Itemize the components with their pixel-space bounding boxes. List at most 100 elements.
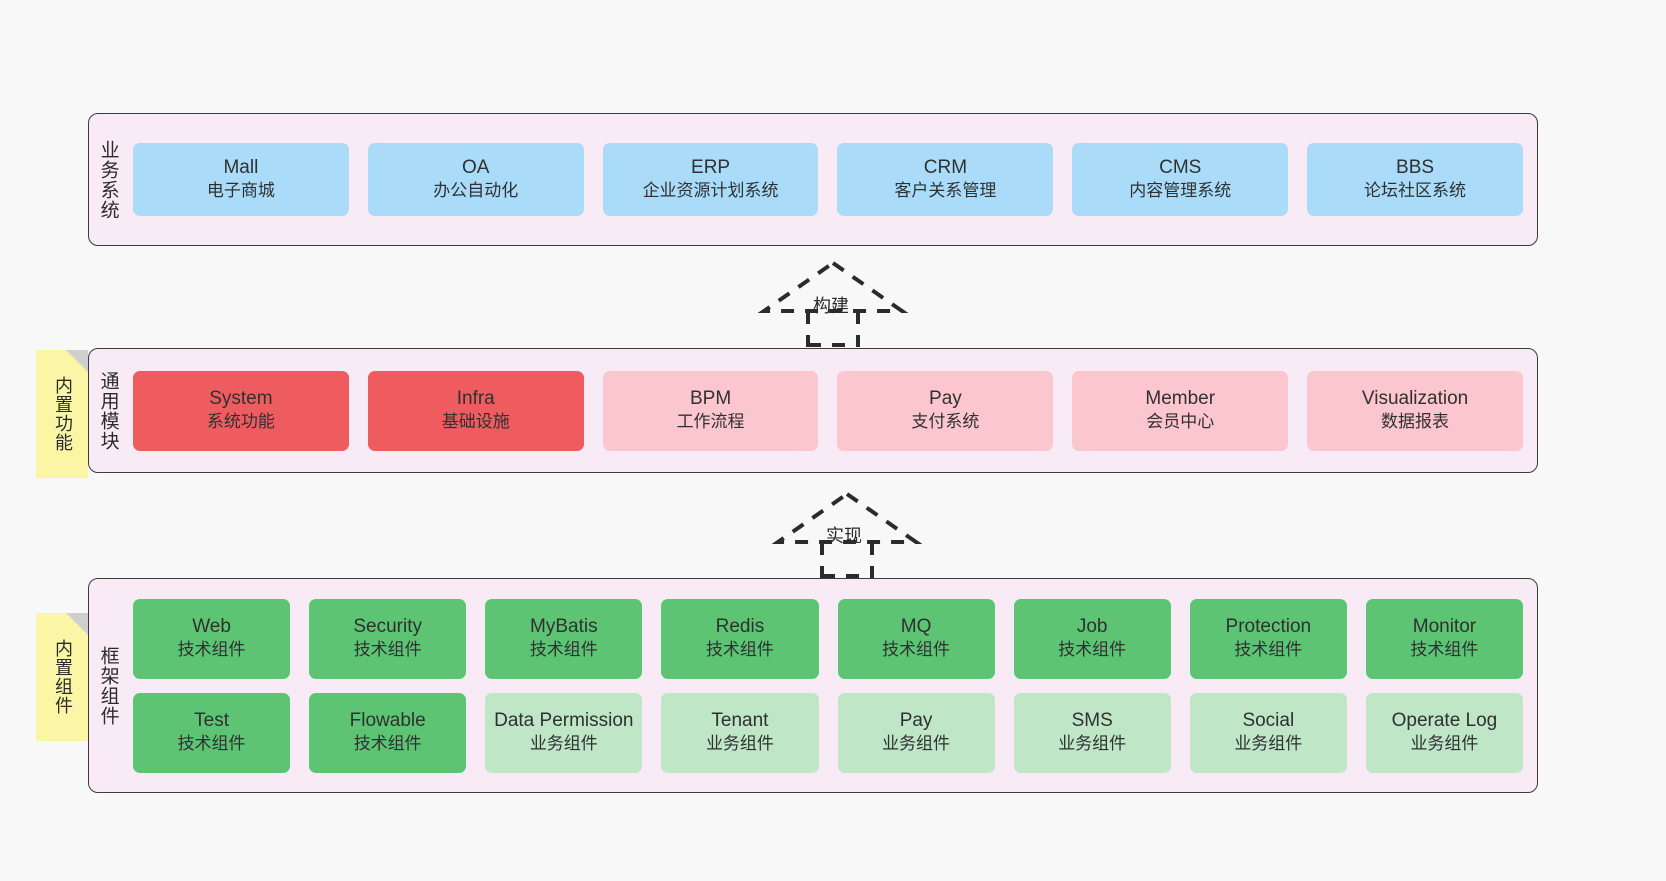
card-protection[interactable]: Protection 技术组件 xyxy=(1189,598,1347,679)
card-row: System 系统功能 Infra 基础设施 BPM 工作流程 Pay 支付系统… xyxy=(133,370,1523,451)
card-title: Operate Log xyxy=(1391,710,1498,732)
card-subtitle: 企业资源计划系统 xyxy=(642,180,779,201)
card-subtitle: 技术组件 xyxy=(177,639,246,660)
card-oa[interactable]: OA 办公自动化 xyxy=(367,143,584,216)
card-title: Web xyxy=(192,616,231,638)
card-social[interactable]: Social 业务组件 xyxy=(1189,692,1347,773)
card-erp[interactable]: ERP 企业资源计划系统 xyxy=(602,143,819,216)
card-mall[interactable]: Mall 电子商城 xyxy=(133,143,349,216)
layer-modules-label: 通用模块 xyxy=(97,370,120,451)
card-subtitle: 数据报表 xyxy=(1381,411,1450,432)
card-subtitle: 会员中心 xyxy=(1146,411,1215,432)
card-title: Protection xyxy=(1225,616,1312,638)
card-title: Test xyxy=(194,710,229,732)
card-member[interactable]: Member 会员中心 xyxy=(1072,370,1289,451)
layer-business-label: 业务系统 xyxy=(97,139,120,220)
card-subtitle: 电子商城 xyxy=(206,180,275,201)
card-subtitle: 技术组件 xyxy=(705,639,774,660)
card-subtitle: 客户关系管理 xyxy=(894,180,997,201)
card-subtitle: 技术组件 xyxy=(353,733,422,754)
card-title: SMS xyxy=(1071,710,1113,732)
connector-build-arrow xyxy=(757,257,909,347)
card-mybatis[interactable]: MyBatis 技术组件 xyxy=(485,598,643,679)
layer-modules-body: System 系统功能 Infra 基础设施 BPM 工作流程 Pay 支付系统… xyxy=(127,349,1537,472)
card-title: Visualization xyxy=(1361,388,1469,410)
card-title: CMS xyxy=(1159,157,1202,179)
card-subtitle: 支付系统 xyxy=(911,411,980,432)
card-visualization[interactable]: Visualization 数据报表 xyxy=(1307,370,1523,451)
card-subtitle: 业务组件 xyxy=(1058,733,1127,754)
card-title: OA xyxy=(462,157,490,179)
card-redis[interactable]: Redis 技术组件 xyxy=(661,598,819,679)
card-subtitle: 业务组件 xyxy=(1410,733,1479,754)
card-operate-log[interactable]: Operate Log 业务组件 xyxy=(1365,692,1523,773)
card-bbs[interactable]: BBS 论坛社区系统 xyxy=(1307,143,1523,216)
card-subtitle: 技术组件 xyxy=(177,733,246,754)
card-data-permission[interactable]: Data Permission 业务组件 xyxy=(485,692,643,773)
card-subtitle: 技术组件 xyxy=(1058,639,1127,660)
card-title: Monitor xyxy=(1412,616,1477,638)
card-subtitle: 技术组件 xyxy=(1234,639,1303,660)
card-monitor[interactable]: Monitor 技术组件 xyxy=(1365,598,1523,679)
card-row: Mall 电子商城 OA 办公自动化 ERP 企业资源计划系统 CRM 客户关系… xyxy=(133,143,1523,216)
card-title: Security xyxy=(353,616,422,638)
layer-business-body: Mall 电子商城 OA 办公自动化 ERP 企业资源计划系统 CRM 客户关系… xyxy=(127,114,1537,245)
card-title: Tenant xyxy=(711,710,769,732)
card-subtitle: 论坛社区系统 xyxy=(1364,180,1467,201)
card-subtitle: 技术组件 xyxy=(1410,639,1479,660)
card-infra[interactable]: Infra 基础设施 xyxy=(367,370,584,451)
card-subtitle: 业务组件 xyxy=(705,733,774,754)
layer-business-systems: 业务系统 Mall 电子商城 OA 办公自动化 ERP 企业资源计划系统 CRM… xyxy=(88,113,1538,246)
card-row: Test 技术组件 Flowable 技术组件 Data Permission … xyxy=(133,692,1523,773)
card-web[interactable]: Web 技术组件 xyxy=(133,598,291,679)
card-title: System xyxy=(209,388,273,410)
card-subtitle: 业务组件 xyxy=(529,733,598,754)
card-title: ERP xyxy=(691,157,731,179)
card-title: Flowable xyxy=(349,710,426,732)
card-security[interactable]: Security 技术组件 xyxy=(309,598,467,679)
card-subtitle: 业务组件 xyxy=(882,733,951,754)
card-subtitle: 系统功能 xyxy=(206,411,275,432)
card-row: Web 技术组件 Security 技术组件 MyBatis 技术组件 Redi… xyxy=(133,598,1523,679)
card-flowable[interactable]: Flowable 技术组件 xyxy=(309,692,467,773)
card-subtitle: 业务组件 xyxy=(1234,733,1303,754)
card-title: Infra xyxy=(456,388,495,410)
card-title: MyBatis xyxy=(530,616,598,638)
layer-frame-body: Web 技术组件 Security 技术组件 MyBatis 技术组件 Redi… xyxy=(127,579,1537,792)
card-subtitle: 工作流程 xyxy=(676,411,745,432)
connector-implement-arrow xyxy=(771,488,923,578)
card-title: BBS xyxy=(1396,157,1435,179)
card-title: CRM xyxy=(923,157,968,179)
card-subtitle: 技术组件 xyxy=(353,639,422,660)
connector-implement-label: 实现 xyxy=(826,526,862,547)
card-title: MQ xyxy=(900,616,932,638)
card-pay[interactable]: Pay 支付系统 xyxy=(837,370,1054,451)
card-system[interactable]: System 系统功能 xyxy=(133,370,349,451)
card-title: Redis xyxy=(715,616,765,638)
card-title: Member xyxy=(1145,388,1216,410)
sticky-note-builtin-components: 内置组件 xyxy=(36,613,88,741)
card-test[interactable]: Test 技术组件 xyxy=(133,692,291,773)
card-title: Mall xyxy=(223,157,259,179)
card-pay-business[interactable]: Pay 业务组件 xyxy=(837,692,995,773)
card-title: Job xyxy=(1076,616,1108,638)
card-mq[interactable]: MQ 技术组件 xyxy=(837,598,995,679)
card-title: Pay xyxy=(899,710,933,732)
connector-build-label: 构建 xyxy=(813,296,849,317)
layer-frame-label: 框架组件 xyxy=(97,645,120,726)
card-bpm[interactable]: BPM 工作流程 xyxy=(602,370,819,451)
card-job[interactable]: Job 技术组件 xyxy=(1013,598,1171,679)
card-sms[interactable]: SMS 业务组件 xyxy=(1013,692,1171,773)
card-subtitle: 内容管理系统 xyxy=(1129,180,1232,201)
layer-framework-components: 框架组件 Web 技术组件 Security 技术组件 MyBatis 技术组件… xyxy=(88,578,1538,793)
card-title: Data Permission xyxy=(494,710,634,732)
sticky-note-builtin-features: 内置功能 xyxy=(36,350,88,478)
card-subtitle: 技术组件 xyxy=(882,639,951,660)
card-title: Pay xyxy=(929,388,962,410)
card-crm[interactable]: CRM 客户关系管理 xyxy=(837,143,1054,216)
layer-common-modules: 通用模块 System 系统功能 Infra 基础设施 BPM 工作流程 Pay… xyxy=(88,348,1538,473)
card-tenant[interactable]: Tenant 业务组件 xyxy=(661,692,819,773)
card-cms[interactable]: CMS 内容管理系统 xyxy=(1072,143,1289,216)
card-subtitle: 基础设施 xyxy=(441,411,510,432)
